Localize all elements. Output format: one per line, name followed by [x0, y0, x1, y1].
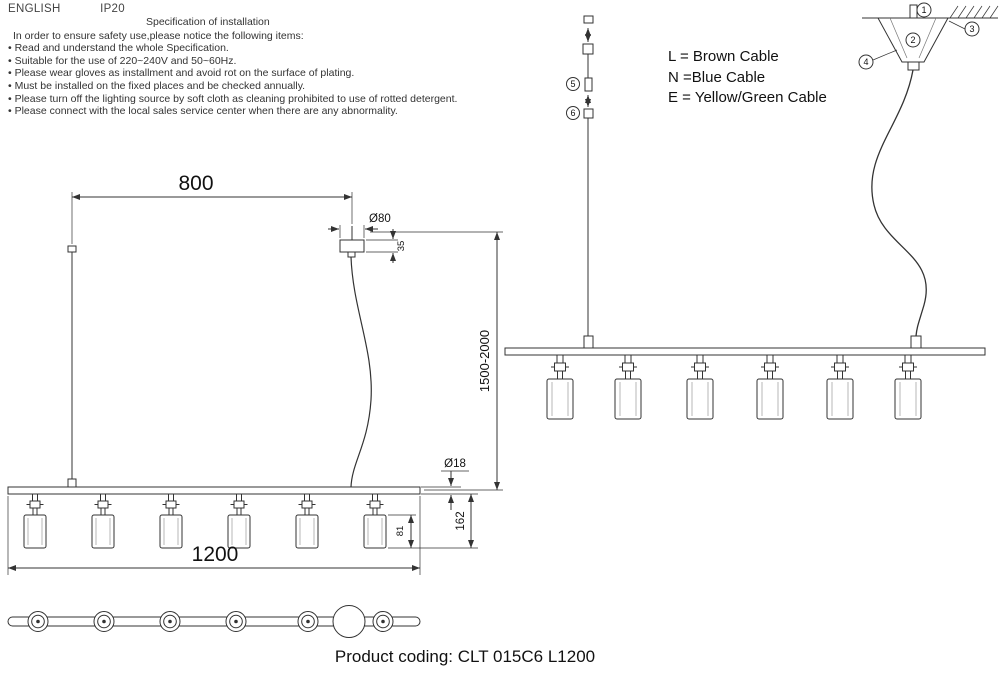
- spotlight-bottom: [225, 611, 247, 632]
- dim-tube-diameter: Ø18: [421, 458, 469, 510]
- hanging-view: 5 6: [504, 15, 986, 420]
- ip-rating-label: IP20: [100, 3, 125, 15]
- callout-6-label: 6: [570, 108, 575, 118]
- canopy-bottom: [332, 605, 366, 638]
- dim-body-height: 81: [388, 514, 416, 548]
- spec-item: • Must be installed on the fixed places …: [8, 79, 306, 92]
- bottom-view: [7, 605, 421, 638]
- ceiling-mount-detail: 1 2 3 4: [858, 2, 999, 71]
- spotlight: [826, 354, 854, 420]
- dim-canopy-diameter-label: Ø80: [369, 213, 391, 225]
- product-coding: Product coding: CLT 015C6 L1200: [334, 647, 596, 666]
- dim-bar-length: 1200: [7, 496, 421, 575]
- spec-intro: In order to ensure safety use,please not…: [13, 29, 304, 42]
- dim-canopy-height: 35: [366, 229, 407, 263]
- sheet-header: ENGLISH IP20: [8, 3, 125, 15]
- spotlight: [686, 354, 714, 420]
- dim-drop-height: 1500-2000: [370, 231, 503, 491]
- dim-canopy-height-label: 35: [396, 241, 407, 252]
- suspension-hardware: [582, 15, 594, 349]
- spotlight: [756, 354, 784, 420]
- dim-head-height-label: 162: [455, 511, 467, 530]
- spotlight-bottom: [372, 611, 394, 632]
- spotlight: [546, 354, 574, 420]
- ceiling-hatching: [949, 5, 999, 19]
- callout-3-label: 3: [969, 24, 974, 34]
- callout-6: 6: [566, 106, 580, 120]
- suspension-wire: [67, 245, 77, 488]
- legend-earth-cable: E = Yellow/Green Cable: [668, 89, 827, 106]
- spotlight: [363, 493, 387, 549]
- specification-block: Specification of installation In order t…: [8, 16, 478, 118]
- spec-item: • Please turn off the lighting source by…: [8, 92, 458, 105]
- callout-5: 5: [566, 77, 580, 91]
- dim-body-height-label: 81: [395, 526, 406, 537]
- dim-tube-diameter-label: Ø18: [444, 458, 466, 470]
- dim-800: 800: [71, 172, 353, 244]
- legend-blue-cable: N =Blue Cable: [668, 68, 766, 86]
- callout-1-label: 1: [921, 5, 926, 15]
- fixture-bar: [7, 486, 421, 495]
- dim-head-height: 162: [388, 493, 478, 549]
- spec-item: • Read and understand the whole Specific…: [8, 42, 229, 55]
- spotlight: [159, 493, 183, 549]
- legend-brown-cable: L = Brown Cable: [668, 48, 779, 65]
- spec-title: Specification of installation: [146, 16, 270, 28]
- dim-canopy-diameter: Ø80: [328, 213, 391, 238]
- power-cable: [871, 69, 927, 337]
- cable-legend: L = Brown Cable N =Blue Cable E = Yellow…: [668, 47, 827, 109]
- dim-800-label: 800: [178, 172, 213, 195]
- spotlight: [614, 354, 642, 420]
- spec-item: • Please connect with the local sales se…: [8, 105, 398, 118]
- spotlight-bottom: [27, 611, 49, 632]
- front-view: 800 Ø80 35: [7, 172, 503, 575]
- cable-connector: [910, 335, 922, 349]
- spotlight: [894, 354, 922, 420]
- callout-2: 2: [905, 32, 921, 48]
- dim-drop-height-label: 1500-2000: [477, 330, 492, 392]
- callout-4-label: 4: [863, 57, 868, 67]
- spotlight-bottom: [159, 611, 181, 632]
- spotlight: [23, 493, 47, 549]
- spotlight: [295, 493, 319, 549]
- spec-item: • Please wear gloves as installment and …: [8, 67, 355, 80]
- canopy-and-cable: [339, 226, 372, 488]
- canopy-nub: [907, 61, 920, 71]
- fixture-bar-right: [504, 347, 986, 356]
- callout-3: 3: [948, 20, 980, 37]
- callout-2-label: 2: [910, 35, 915, 45]
- callout-5-label: 5: [570, 79, 575, 89]
- callout-4: 4: [858, 49, 898, 70]
- spotlight: [91, 493, 115, 549]
- spotlight-bottom: [93, 611, 115, 632]
- language-label: ENGLISH: [8, 3, 61, 15]
- spotlight: [227, 493, 251, 549]
- dim-bar-length-label: 1200: [192, 543, 239, 566]
- callout-1: 1: [916, 2, 932, 18]
- spec-item: • Suitable for the use of 220~240V and 5…: [8, 54, 237, 67]
- spotlight-bottom: [297, 611, 319, 632]
